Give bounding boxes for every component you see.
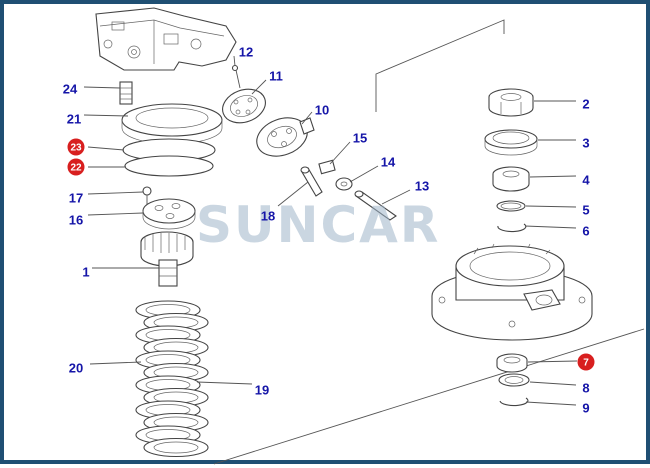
- bracket-lines: [213, 19, 645, 465]
- part-label-17: 17: [69, 191, 83, 206]
- part-label-9: 9: [582, 401, 589, 416]
- part-label-12: 12: [239, 45, 253, 60]
- part-label-6: 6: [582, 224, 589, 239]
- washer-part: [335, 177, 353, 191]
- brake-ring-part: [121, 103, 223, 145]
- ring-part-5: [496, 200, 526, 212]
- disc-plate: [143, 437, 209, 458]
- part-label-20: 20: [69, 361, 83, 376]
- part-label-23: 23: [70, 143, 82, 154]
- highlight-badge-7: [577, 353, 595, 371]
- drive-shaft-part: [300, 166, 323, 197]
- cylinder-block-part: [222, 88, 266, 124]
- gear-shaft-part: [140, 231, 194, 287]
- small-pin-part: [231, 64, 241, 89]
- o-ring-parts: [122, 138, 216, 177]
- highlight-badge-23: [67, 138, 85, 156]
- spring-part: [318, 159, 336, 175]
- spring-pin-part: [119, 81, 133, 105]
- watermark-text: SUNCAR: [196, 196, 440, 254]
- part-label-15: 15: [353, 131, 367, 146]
- part-label-3: 3: [582, 136, 589, 151]
- part-label-16: 16: [69, 213, 83, 228]
- bearing-race-part-3: [484, 129, 538, 156]
- disc-stack-part: [135, 300, 209, 458]
- part-label-13: 13: [415, 179, 429, 194]
- ring-part-8: [498, 373, 530, 387]
- part-label-22: 22: [70, 163, 82, 174]
- part-label-1: 1: [82, 265, 89, 280]
- part-label-5: 5: [582, 203, 589, 218]
- snap-ring-part-6: [497, 223, 527, 233]
- part-label-11: 11: [269, 69, 283, 84]
- roller-bearing-part-4: [492, 166, 530, 192]
- part-label-19: 19: [255, 383, 269, 398]
- oil-seal-part-7: [496, 353, 528, 373]
- leader-lines: [83, 55, 578, 406]
- snap-ring-part-9: [499, 397, 529, 407]
- gear-case-housing-part: [431, 243, 593, 341]
- disc-plate-inner: [153, 441, 199, 454]
- highlight-badge-22: [67, 158, 85, 176]
- part-label-4: 4: [582, 173, 590, 188]
- part-label-8: 8: [582, 381, 589, 396]
- part-label-18: 18: [261, 209, 275, 224]
- part-label-7: 7: [583, 358, 589, 369]
- part-label-14: 14: [381, 155, 396, 170]
- exploded-parts-diagram: SUNCAR 123456789101112131415161718192021…: [63, 7, 645, 465]
- part-label-2: 2: [582, 97, 589, 112]
- bearing-part-2: [488, 88, 534, 117]
- long-pin-part: [354, 190, 397, 221]
- bolt-part: [142, 186, 152, 204]
- valve-plate-part: [256, 117, 315, 157]
- part-label-10: 10: [315, 103, 329, 118]
- motor-housing-part: [95, 7, 237, 71]
- part-label-24: 24: [63, 82, 78, 97]
- part-label-21: 21: [67, 112, 81, 127]
- carrier-plate-part: [142, 198, 196, 230]
